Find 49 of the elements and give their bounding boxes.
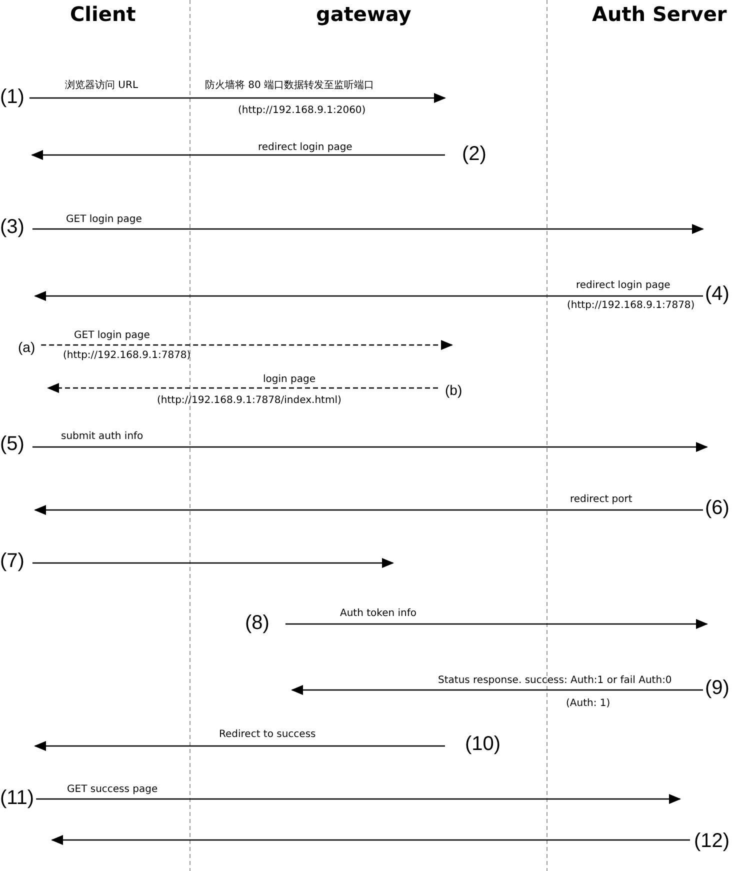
edge-label: redirect login page — [258, 142, 352, 154]
dashed-arrow — [41, 340, 453, 350]
arrow — [31, 150, 445, 160]
step-number: (b) — [445, 379, 462, 401]
edge-label: 浏览器访问 URL — [65, 80, 138, 92]
url-note: (http://192.168.9.1:7878) — [567, 300, 695, 312]
step-number: (9) — [705, 677, 730, 699]
step-number: (1) — [0, 86, 24, 108]
edge-label: Redirect to success — [219, 729, 316, 741]
url-note: (http://192.168.9.1:7878/index.html) — [157, 395, 342, 407]
arrow — [34, 741, 445, 751]
step-number: (8) — [245, 612, 270, 634]
arrow — [32, 224, 704, 234]
edge-label: GET success page — [67, 784, 158, 796]
step-number: (2) — [462, 143, 486, 165]
arrow — [29, 93, 446, 103]
arrow — [34, 291, 703, 301]
edge-label: login page — [263, 374, 316, 386]
edge-label: Auth token info — [340, 608, 417, 620]
arrow — [51, 835, 690, 845]
arrow — [32, 558, 394, 568]
arrow — [32, 442, 708, 452]
step-number: (5) — [0, 433, 24, 455]
step-number: (7) — [0, 550, 24, 572]
column-header: gateway — [316, 2, 412, 26]
arrow — [34, 505, 703, 515]
step-number: (11) — [0, 787, 34, 809]
arrow — [36, 794, 681, 804]
step-number: (12) — [694, 830, 730, 852]
message-note: 防火墙将 80 端口数据转发至监听端口 — [205, 80, 374, 92]
step-number: (4) — [705, 283, 730, 305]
edge-label: submit auth info — [61, 431, 144, 443]
edge-label: redirect login page — [576, 280, 670, 292]
step-number: (10) — [465, 733, 501, 755]
edge-label: GET login page — [66, 214, 142, 226]
url-note: (Auth: 1) — [566, 698, 610, 710]
dashed-arrow — [47, 383, 438, 393]
step-number: (a) — [18, 336, 36, 358]
arrow — [285, 619, 708, 629]
edge-label: redirect port — [570, 494, 632, 506]
step-number: (3) — [0, 216, 24, 238]
step-number: (6) — [705, 497, 730, 519]
arrow — [291, 685, 703, 695]
url-note: (http://192.168.9.1:7878) — [63, 350, 191, 362]
column-header: Auth Server — [592, 2, 727, 26]
edge-label: GET login page — [74, 330, 150, 342]
column-header: Client — [70, 2, 136, 26]
edge-label: Status response. success: Auth:1 or fail Auth:0 — [438, 675, 672, 687]
url-note: (http://192.168.9.1:2060) — [238, 105, 366, 117]
